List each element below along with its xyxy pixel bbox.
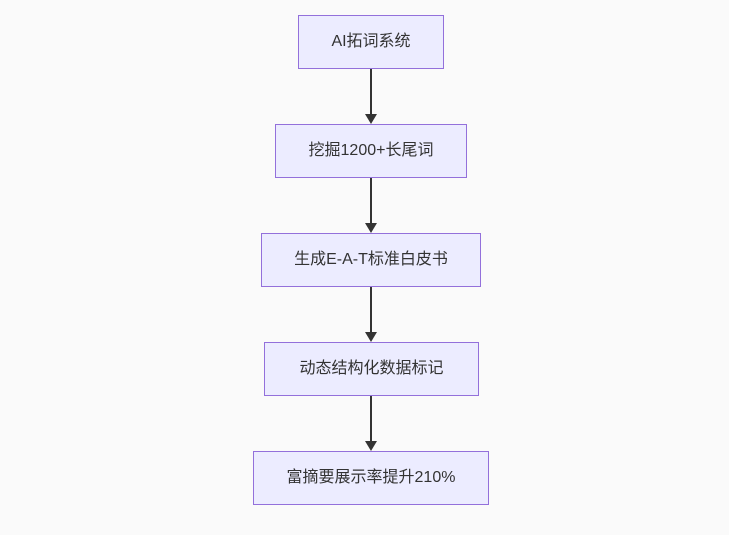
- arrow-line: [370, 178, 372, 223]
- arrow-line: [370, 69, 372, 114]
- node-label: 富摘要展示率提升210%: [286, 469, 456, 487]
- flowchart-node-longtail-mining: 挖掘1200+长尾词: [275, 124, 467, 178]
- edge-arrow-n1-n2: [365, 69, 377, 124]
- arrow-line: [370, 287, 372, 332]
- arrowhead-down-icon: [365, 332, 377, 342]
- edge-arrow-n3-n4: [365, 287, 377, 342]
- flowchart-node-eat-whitepaper: 生成E-A-T标准白皮书: [261, 233, 481, 287]
- node-label: 动态结构化数据标记: [299, 360, 444, 378]
- node-label: 生成E-A-T标准白皮书: [294, 251, 448, 269]
- edge-arrow-n2-n3: [365, 178, 377, 233]
- edge-arrow-n4-n5: [365, 396, 377, 451]
- node-label: AI拓词系统: [331, 33, 411, 51]
- arrowhead-down-icon: [365, 223, 377, 233]
- node-label: 挖掘1200+长尾词: [308, 142, 434, 160]
- flowchart-node-structured-data-markup: 动态结构化数据标记: [264, 342, 479, 396]
- arrow-line: [370, 396, 372, 441]
- arrowhead-down-icon: [365, 114, 377, 124]
- flowchart-node-rich-snippet-result: 富摘要展示率提升210%: [253, 451, 489, 505]
- flowchart-node-ai-word-system: AI拓词系统: [298, 15, 444, 69]
- arrowhead-down-icon: [365, 441, 377, 451]
